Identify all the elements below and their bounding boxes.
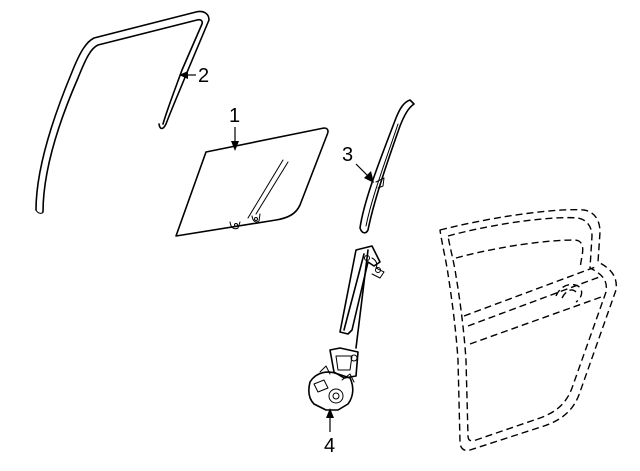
part-2-glass-run-channel [35,10,210,214]
callout-2: 2 [179,65,209,87]
callout-3: 3 [342,144,374,183]
callout-4-arrow-icon [326,408,334,418]
part-1-door-glass [175,127,329,237]
part-4-window-regulator [308,245,385,411]
callout-3-label: 3 [342,144,353,166]
callout-3-leader [355,163,369,177]
callout-1: 1 [229,105,240,151]
callout-2-label: 2 [198,65,209,87]
callout-4-label: 4 [324,435,335,457]
callout-3-arrow-icon [364,171,374,183]
part-3-division-channel [359,99,415,234]
callout-1-arrow-icon [231,141,239,151]
callout-4: 4 [324,408,335,457]
rear-door-outline [439,208,617,452]
callout-1-label: 1 [229,105,240,127]
callout-2-arrow-icon [179,71,188,79]
